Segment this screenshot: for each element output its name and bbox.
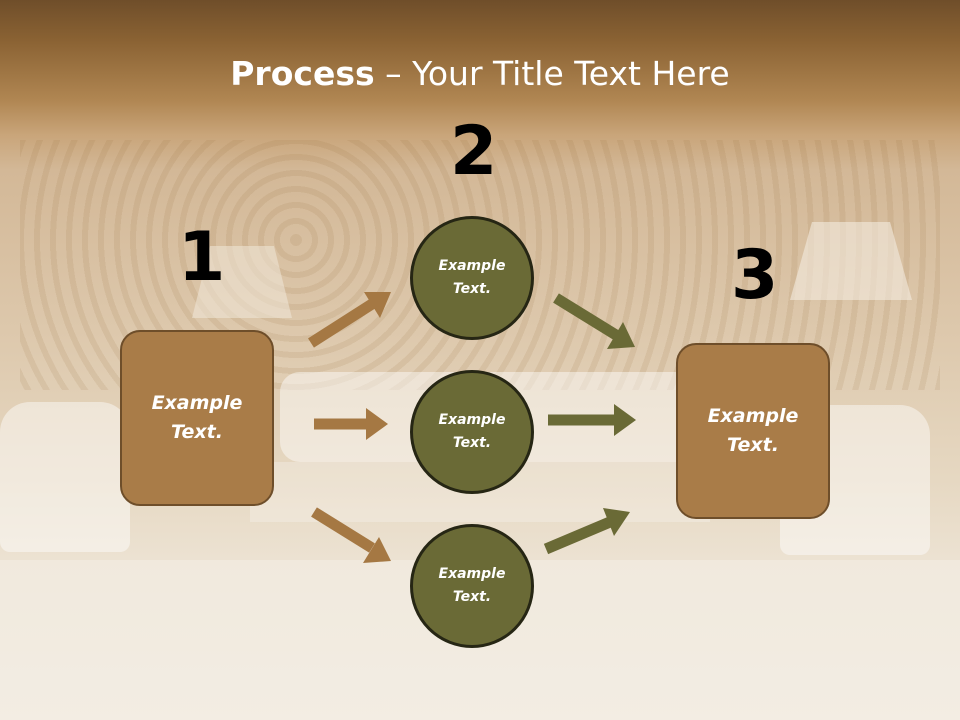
background-chair-left <box>0 402 130 552</box>
process-circle-top[interactable]: Example Text. <box>410 216 534 340</box>
right-process-box[interactable]: Example Text. <box>676 343 830 519</box>
step-number-2: 2 <box>450 112 498 191</box>
right-box-text: Example Text. <box>707 405 799 456</box>
process-circle-bottom[interactable]: Example Text. <box>410 524 534 648</box>
title-rest: – Your Title Text Here <box>374 54 730 93</box>
arrow-left-to-middle <box>314 408 388 440</box>
arrow-top-to-right <box>553 293 635 349</box>
background-lamp-left <box>192 246 292 318</box>
circle-bottom-text: Example Text. <box>438 566 506 605</box>
slide-title[interactable]: Process – Your Title Text Here <box>0 52 960 96</box>
arrow-left-to-top <box>308 292 391 348</box>
arrow-bottom-to-right <box>543 508 630 555</box>
arrow-left-to-bottom <box>311 507 391 563</box>
circle-top-text: Example Text. <box>438 258 506 297</box>
circle-middle-text: Example Text. <box>438 412 506 451</box>
background-lamp-right <box>790 222 912 300</box>
left-box-text: Example Text. <box>151 392 243 443</box>
title-bold: Process <box>230 54 375 93</box>
step-number-3: 3 <box>731 236 779 315</box>
arrow-middle-to-right <box>548 404 636 436</box>
process-circle-middle[interactable]: Example Text. <box>410 370 534 494</box>
left-process-box[interactable]: Example Text. <box>120 330 274 506</box>
step-number-1: 1 <box>178 218 226 297</box>
